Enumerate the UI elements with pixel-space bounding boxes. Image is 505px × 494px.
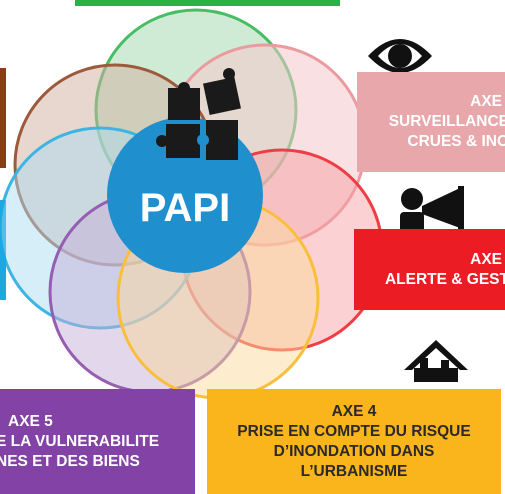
axe-2-title: AXE xyxy=(470,93,502,110)
axe-4-line-2: D’INONDATION DANS xyxy=(273,442,435,460)
eye-icon xyxy=(368,39,432,73)
axe-3-box xyxy=(354,229,505,310)
axe-1-banner xyxy=(75,0,340,6)
axe-5-line-1: E LA VULNERABILITE xyxy=(0,432,160,450)
axe-4-line-3: L’URBANISME xyxy=(300,462,408,480)
axe-2-label: AXE SURVEILLANCE CRUES & INO xyxy=(357,72,505,172)
axe-3-label: AXE ALERTE & GEST xyxy=(354,229,505,310)
axe-2-box xyxy=(357,72,505,172)
axe-2-line-1: SURVEILLANCE xyxy=(388,113,505,130)
papi-label: PAPI xyxy=(140,186,230,230)
axe-5-title: AXE 5 xyxy=(8,412,53,430)
axe-4-box xyxy=(207,389,501,494)
axe-4-title: AXE 4 xyxy=(331,402,377,420)
axe-6-banner-edge xyxy=(0,68,6,168)
axe-3-line-1: ALERTE & GEST xyxy=(384,270,505,288)
puzzle-icon xyxy=(156,68,241,160)
axe-4-label: AXE 4 PRISE EN COMPTE DU RISQUE D’INONDA… xyxy=(207,389,501,494)
axe-5-box xyxy=(0,389,195,494)
axe-5-label: AXE 5 E LA VULNERABILITE NES ET DES BIEN… xyxy=(0,389,195,494)
axe-3-title: AXE xyxy=(470,250,502,268)
axe-4-line-1: PRISE EN COMPTE DU RISQUE xyxy=(237,422,471,440)
house-icon xyxy=(404,340,468,382)
axe-2-line-2: CRUES & INO xyxy=(407,133,505,150)
axe-5-line-2: NES ET DES BIENS xyxy=(0,452,140,470)
